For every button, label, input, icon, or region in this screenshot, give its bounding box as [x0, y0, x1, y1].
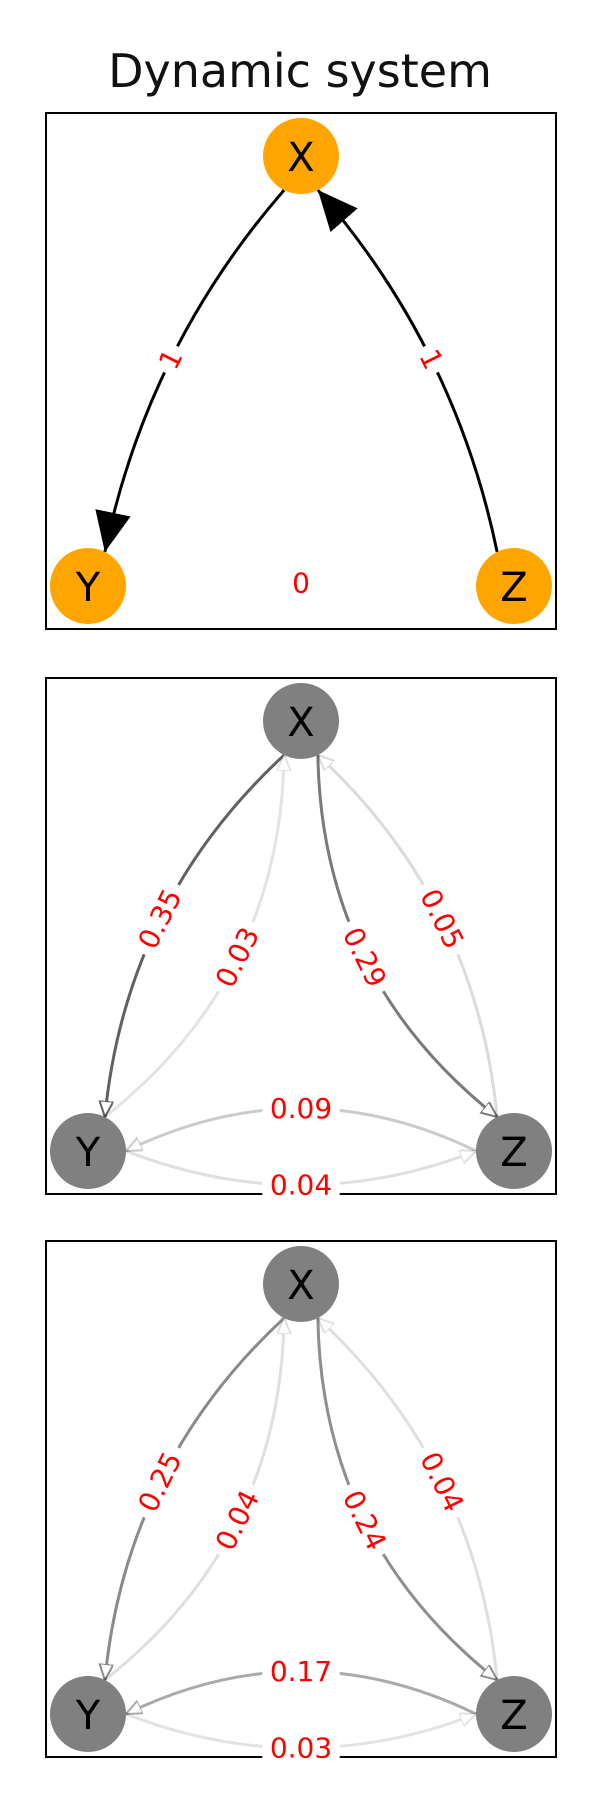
edge-label-Z-to-Y: 0.17	[262, 1654, 340, 1689]
node-label-X: X	[287, 135, 314, 181]
edge-weight-text: 0.04	[270, 1169, 332, 1195]
self-loop-label: 0	[292, 567, 310, 600]
edge-weight-text: 0.25	[131, 1447, 188, 1518]
graph-estimate-1: 0.35 0.03 0.05 0.29 0.09 0.04 X Y Z	[45, 677, 557, 1195]
node-label-Z: Z	[500, 1693, 527, 1739]
graph-estimate-2: 0.25 0.04 0.04 0.24 0.17 0.03 X Y Z	[45, 1240, 557, 1758]
figure-title: Dynamic system	[108, 44, 492, 98]
edge-label-Z-to-X: 1	[405, 336, 457, 382]
panel-dynamic-system: 1 1 0 X Y Z	[45, 112, 557, 630]
edge-weight-text: 0.03	[209, 922, 266, 993]
edge-weight-text: 0.35	[131, 884, 188, 955]
panel-estimate-2: 0.25 0.04 0.04 0.24 0.17 0.03 X Y Z	[45, 1240, 557, 1758]
graph-dynamic-system: 1 1 0 X Y Z	[45, 112, 557, 630]
edge-label-Z-to-X: 0.05	[409, 876, 475, 962]
edge-label-X-to-Z: 0.29	[331, 914, 398, 1000]
node-X	[263, 683, 339, 759]
node-label-Y: Y	[75, 1130, 101, 1176]
edge-label-X-to-Z: 0.24	[331, 1477, 398, 1563]
node-Z	[476, 1113, 552, 1189]
node-X	[263, 1246, 339, 1322]
node-label-X: X	[287, 1263, 314, 1309]
edge-weight-text: 0.09	[270, 1092, 332, 1125]
edge-label-Y-to-Z: 0.03	[262, 1730, 340, 1758]
node-label-X: X	[287, 700, 314, 746]
edge-weight-text: 0.24	[336, 1485, 393, 1556]
edge-label-Y-to-X: 0.04	[204, 1477, 271, 1563]
node-Z	[476, 548, 552, 624]
edge-weight-text: 0.29	[336, 922, 393, 993]
panel-frame	[45, 112, 557, 630]
edge-label-Z-to-X: 0.04	[409, 1439, 475, 1525]
edge-weight-text: 0.05	[413, 884, 470, 955]
edge-label-Z-to-Y: 0.09	[262, 1091, 340, 1126]
node-label-Z: Z	[500, 1130, 527, 1176]
edge-label-X-to-Y: 1	[145, 336, 197, 382]
edge-weight-text: 0.04	[209, 1485, 266, 1556]
edge-X-to-Y	[95, 189, 286, 553]
node-label-Y: Y	[75, 565, 101, 611]
edge-label-Y-to-Z: 0.04	[262, 1167, 340, 1195]
edge-label-Y-to-X: 0.03	[204, 914, 271, 1000]
node-Y	[50, 1113, 126, 1189]
edge-Z-to-X	[316, 189, 499, 553]
edge-label-X-to-Y: 0.25	[127, 1439, 193, 1525]
node-Z	[476, 1676, 552, 1752]
edge-weight-text: 0.17	[270, 1655, 332, 1688]
node-Y	[50, 1676, 126, 1752]
node-label-Y: Y	[75, 1693, 101, 1739]
node-label-Z: Z	[500, 565, 527, 611]
panel-estimate-1: 0.35 0.03 0.05 0.29 0.09 0.04 X Y Z	[45, 677, 557, 1195]
edge-weight-text: 0.03	[270, 1732, 332, 1758]
node-Y	[50, 548, 126, 624]
edge-label-X-to-Y: 0.35	[127, 876, 193, 962]
node-X	[263, 118, 339, 194]
edge-weight-text: 0.04	[413, 1447, 470, 1518]
